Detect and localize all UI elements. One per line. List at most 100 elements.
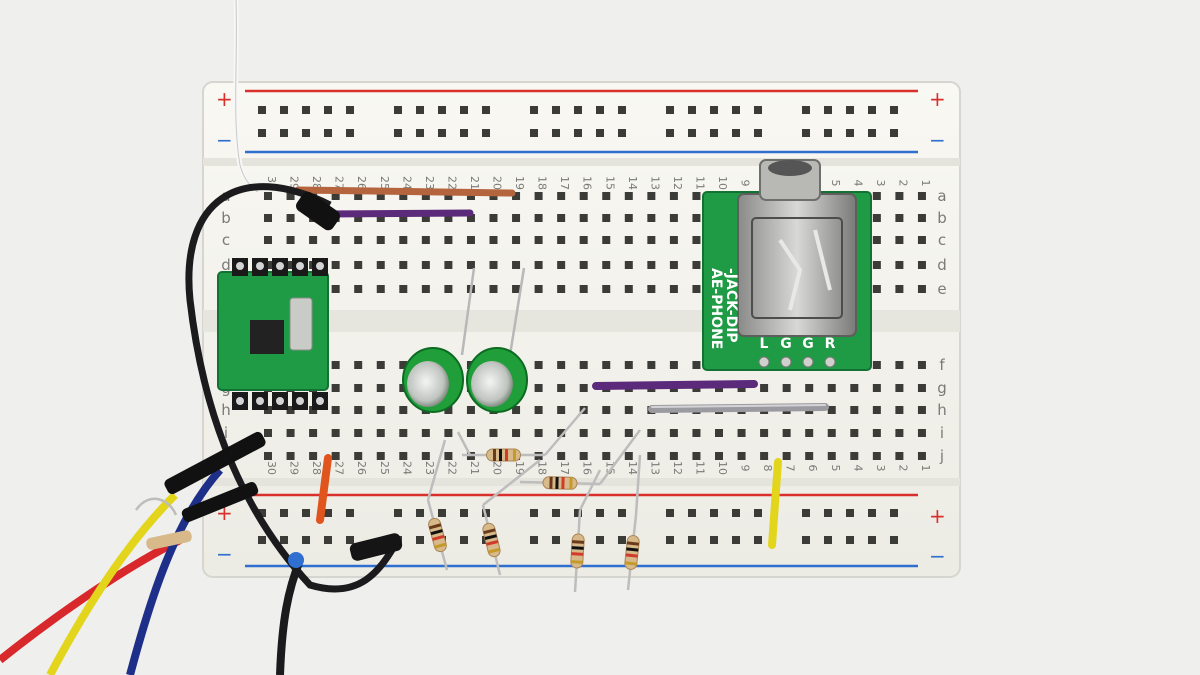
resistor-bent-lead xyxy=(482,459,541,506)
breadboard-hole xyxy=(512,236,521,244)
rail-hole xyxy=(280,536,288,544)
breadboard-hole xyxy=(692,361,701,369)
breadboard-hole xyxy=(872,429,881,437)
breadboard-hole xyxy=(917,361,926,369)
row-letter-bottom: f xyxy=(939,356,945,374)
top-rail-plus-left: + xyxy=(216,87,233,111)
yellow-jumper-wire xyxy=(768,458,782,549)
row-letter-top: d xyxy=(221,256,231,274)
row-letter-top: c xyxy=(938,231,946,249)
rail-hole xyxy=(302,106,310,114)
breadboard-hole xyxy=(376,406,385,414)
resistor-vertical-2 xyxy=(482,522,501,558)
column-labels: 3030292928282727262625252424232322222121… xyxy=(265,176,932,475)
rail-hole xyxy=(754,536,762,544)
rail-hole xyxy=(618,509,626,517)
breadboard-hole xyxy=(331,452,340,460)
breadboard-hole xyxy=(331,384,340,392)
column-number-bottom: 1 xyxy=(919,465,932,472)
resistor-bent-lead xyxy=(426,439,447,501)
column-number-top: 12 xyxy=(671,176,684,190)
rail-hole xyxy=(438,129,446,137)
brown-jumper-wire xyxy=(294,186,516,197)
column-number-top: 11 xyxy=(693,176,706,190)
breadboard-hole xyxy=(557,361,566,369)
breadboard-hole xyxy=(534,236,543,244)
bottom-rail-plus-right: + xyxy=(929,504,946,528)
rail-hole xyxy=(890,106,898,114)
breadboard-hole xyxy=(872,214,881,222)
breadboard-hole xyxy=(624,236,633,244)
column-number-top: 2 xyxy=(896,180,909,187)
breadboard-hole xyxy=(917,236,926,244)
breadboard-hole xyxy=(354,452,363,460)
breadboard-hole xyxy=(624,214,633,222)
rail-hole xyxy=(618,129,626,137)
rail-hole xyxy=(530,509,538,517)
rail-hole xyxy=(732,129,740,137)
rail-hole xyxy=(482,106,490,114)
breadboard-hole xyxy=(557,429,566,437)
breadboard-hole xyxy=(331,285,340,293)
resistor-bent-lead xyxy=(634,454,642,516)
gray-jumper-wire-highlight xyxy=(651,404,826,408)
breadboard-hole xyxy=(602,429,611,437)
header-pin-top-tip xyxy=(316,262,324,270)
rail-hole xyxy=(346,509,354,517)
breadboard-hole xyxy=(466,192,475,200)
breadboard-hole xyxy=(331,406,340,414)
column-number-bottom: 28 xyxy=(310,461,323,475)
column-number-top: 24 xyxy=(400,176,413,190)
breadboard-hole xyxy=(579,429,588,437)
rail-hole xyxy=(280,129,288,137)
breadboard-hole xyxy=(331,361,340,369)
breadboard-hole xyxy=(647,261,656,269)
breadboard-hole xyxy=(264,214,272,222)
resistor-horizontal-2-band xyxy=(549,476,553,489)
breadboard-hole xyxy=(872,236,881,244)
column-number-top: 9 xyxy=(739,180,752,187)
column-number-bottom: 16 xyxy=(581,461,594,475)
breadboard-hole xyxy=(872,361,881,369)
column-number-top: 16 xyxy=(581,176,594,190)
column-number-bottom: 27 xyxy=(333,461,346,475)
breadboard-hole xyxy=(331,429,340,437)
breadboard-hole xyxy=(895,429,904,437)
loose-wires xyxy=(0,183,403,675)
resistor-vertical-3 xyxy=(570,533,585,569)
resistor-vertical-4-band xyxy=(625,553,638,558)
rail-hole xyxy=(530,106,538,114)
column-number-bottom: 13 xyxy=(648,461,661,475)
header-pin-top-tip xyxy=(296,262,304,270)
column-number-top: 21 xyxy=(468,176,481,190)
breadboard-hole xyxy=(534,361,543,369)
breadboard-hole xyxy=(895,192,904,200)
breadboard-hole xyxy=(444,429,453,437)
breadboard-hole xyxy=(602,214,611,222)
rail-hole xyxy=(482,129,490,137)
breadboard-hole xyxy=(737,429,746,437)
header-pin-bottom-tip xyxy=(236,397,244,405)
resistor-vertical-1-band xyxy=(428,523,442,530)
breadboard-hole xyxy=(692,452,701,460)
rail-hole xyxy=(802,509,810,517)
rail-hole xyxy=(346,129,354,137)
rail-hole xyxy=(324,106,332,114)
breadboard-hole xyxy=(917,285,926,293)
breadboard-hole xyxy=(647,429,656,437)
breadboard-hole xyxy=(917,261,926,269)
breadboard-hole xyxy=(534,285,543,293)
resistor-horizontal-2-band xyxy=(555,476,559,489)
rail-hole xyxy=(324,509,332,517)
breadboard-hole xyxy=(692,236,701,244)
breadboard-hole xyxy=(421,452,430,460)
column-number-bottom: 23 xyxy=(423,461,436,475)
breadboard-hole xyxy=(512,406,521,414)
rail-hole xyxy=(732,536,740,544)
blue-loose-wire xyxy=(126,467,223,675)
breadboard-hole xyxy=(399,192,408,200)
row-letter-top: c xyxy=(222,231,230,249)
breadboard-hole xyxy=(331,261,340,269)
column-number-top: 19 xyxy=(513,176,526,190)
